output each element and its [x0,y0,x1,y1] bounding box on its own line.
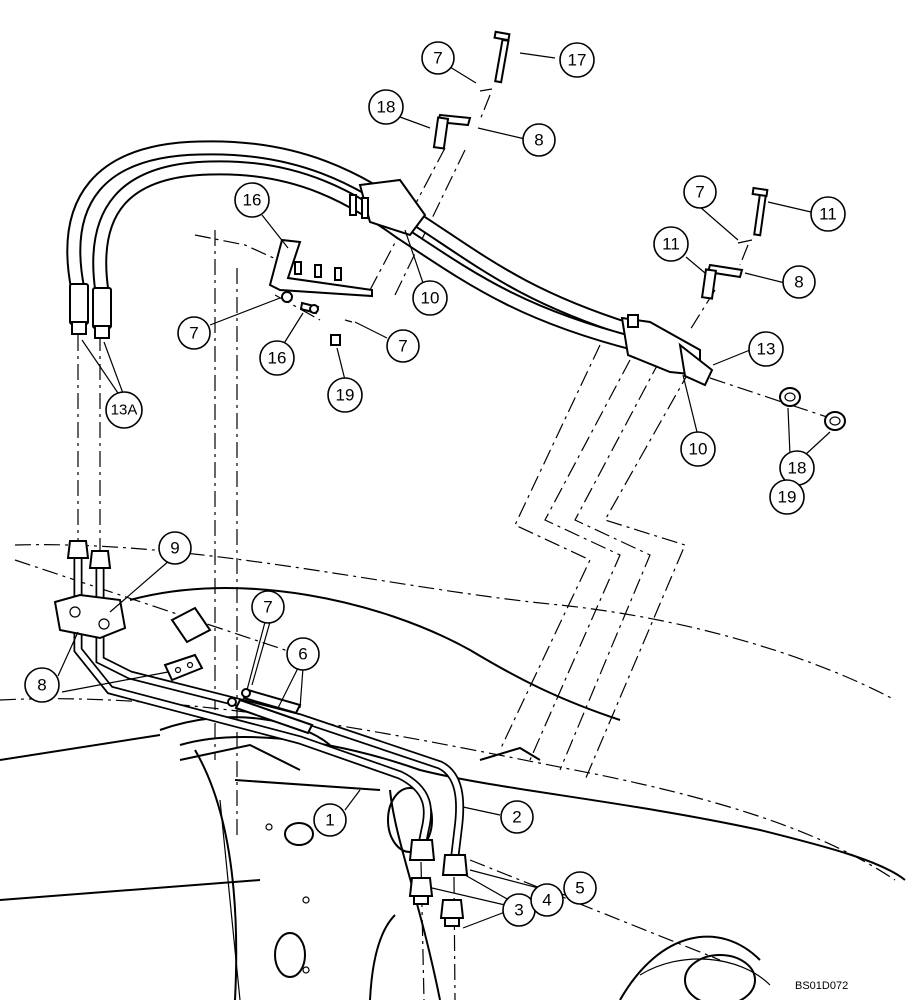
callout-5: 5 [563,871,597,905]
steel-tube-assembly [53,540,469,1000]
callout-14: 16 [234,182,270,218]
svg-text:19: 19 [336,386,355,405]
svg-text:19: 19 [778,488,797,507]
tube-nut-left [66,540,90,559]
svg-text:10: 10 [689,440,708,459]
svg-text:6: 6 [298,645,307,664]
svg-text:13A: 13A [111,402,138,419]
upper-bolt-16 [494,38,510,84]
upper-hose-clamp [358,178,427,237]
svg-text:10: 10 [421,289,440,308]
callout-8-lower: 8 [24,667,60,703]
callout-7-left: 7 [177,316,211,350]
callout-10-upper: 10 [412,280,448,316]
svg-text:17: 17 [568,51,587,70]
callout-8-upper: 8 [522,123,556,157]
svg-text:18: 18 [377,98,396,117]
svg-text:7: 7 [263,598,272,617]
callout-6: 6 [286,637,320,671]
callout-11-right: 11 [810,196,846,232]
washer [281,291,293,303]
callout-15: 16 [259,340,295,376]
callout-16-left: 18 [368,89,404,125]
svg-text:18: 18 [788,459,807,478]
adapter-fitting-2 [439,899,465,919]
drawing-reference-code: BS01D072 [795,980,848,992]
callout-19: 19 [769,479,805,515]
callout-7-right: 7 [683,175,717,209]
hose-fitting-right [92,287,112,329]
svg-text:2: 2 [512,808,521,827]
callout-11-left: 11 [653,226,689,262]
hose-fitting-left-tip [71,321,87,335]
svg-text:8: 8 [37,676,46,695]
svg-text:7: 7 [398,337,407,356]
callout-16-upper: 17 [559,42,595,78]
callout-2: 2 [500,800,534,834]
callouts: 7 17 18 8 16 10 7 16 7 19 7 11 11 8 13 1… [24,41,846,927]
svg-text:4: 4 [542,891,551,910]
plug [330,334,341,346]
lower-bolt-11 [753,193,767,237]
callout-13: 13 [748,331,784,367]
svg-text:1: 1 [325,811,334,830]
callout-leaders [57,52,831,929]
callout-10-lower: 10 [680,431,716,467]
tube-clamp [53,593,127,640]
small-hardware [281,30,846,431]
hose-fitting-left [69,283,89,325]
svg-text:11: 11 [662,235,680,254]
svg-text:16: 16 [268,349,287,368]
callout-8-right: 8 [782,265,816,299]
tube-end-nut-2 [441,854,469,876]
quick-coupler [678,342,714,387]
dust-cap [779,387,801,407]
callout-13a: 13A [105,391,143,429]
svg-text:3: 3 [514,901,523,920]
hose-fitting-right-tip [94,325,110,339]
tube-end-nut-1 [408,839,436,861]
loader-frame [0,544,906,1000]
clamp-plate-lower [163,653,204,682]
hose-bracket [268,238,373,298]
callout-7-mid: 7 [386,329,420,363]
svg-text:8: 8 [794,273,803,292]
dust-plug [824,411,846,431]
callout-17: 19 [327,377,363,413]
callout-7-upper: 7 [421,41,455,75]
clamp-plate-ghost [170,606,212,644]
svg-text:13: 13 [757,340,776,359]
svg-text:11: 11 [819,205,837,224]
callout-3: 3 [502,893,536,927]
svg-text:7: 7 [695,183,704,202]
svg-text:7: 7 [433,49,442,68]
svg-text:7: 7 [189,324,198,343]
assembly-leaders [77,94,831,840]
clamp-stud [349,194,357,216]
svg-text:16: 16 [243,191,262,210]
callout-1: 1 [313,803,347,837]
clamp-bolt [234,698,314,735]
callout-9: 9 [158,531,192,565]
tube-nut-right [88,550,112,569]
upper-hose-assembly [66,140,714,387]
callout-18: 18 [779,450,815,486]
callout-4: 4 [530,883,564,917]
callout-7-lower: 7 [251,590,285,624]
svg-text:5: 5 [575,879,584,898]
svg-text:8: 8 [534,131,543,150]
svg-text:9: 9 [170,539,179,558]
adapter-fitting-1 [408,877,434,897]
